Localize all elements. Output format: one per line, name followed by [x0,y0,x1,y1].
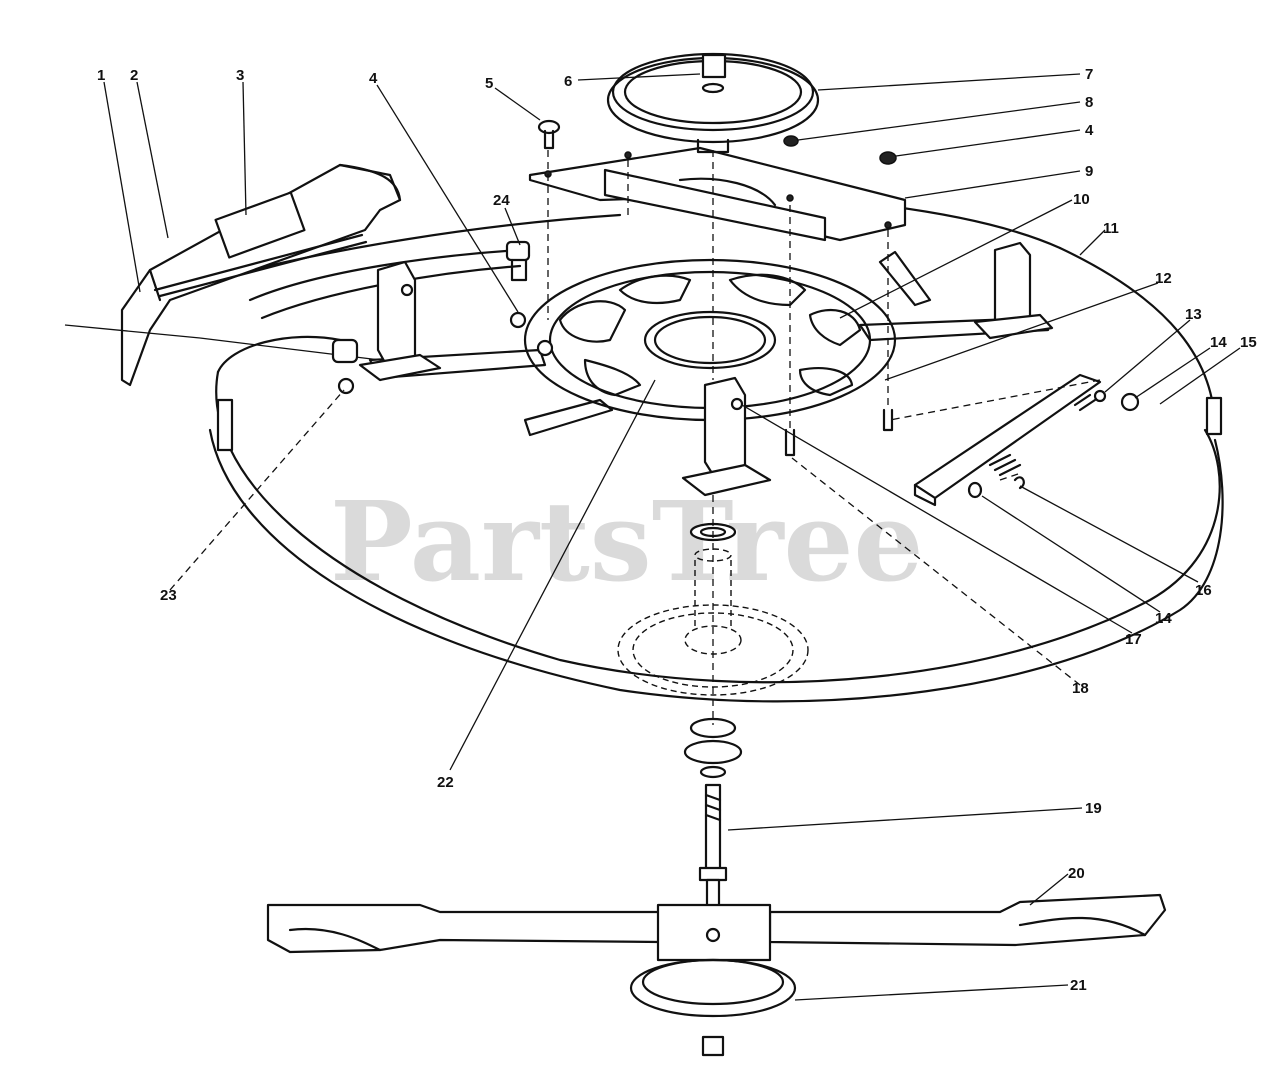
callout-labels: 1 2 3 4 5 6 7 8 4 9 10 11 12 13 14 15 16… [97,66,1257,994]
rear-bolts [784,408,894,457]
callout-10: 10 [1073,191,1090,208]
callout-8: 8 [1085,94,1093,111]
front-bracket [681,376,772,497]
callout-3: 3 [236,67,244,84]
callout-14b: 14 [1155,610,1172,627]
callout-19: 19 [1085,800,1102,817]
nut-4-right [879,151,897,165]
cap-23 [331,338,359,395]
callout-18: 18 [1072,680,1089,697]
discharge-chute [120,163,402,387]
callout-13: 13 [1185,306,1202,323]
mount-plate [528,146,907,242]
callout-6: 6 [564,73,572,90]
callout-1: 1 [97,67,105,84]
bolt-5 [537,119,561,150]
callout-2: 2 [130,67,138,84]
blade [266,893,1167,954]
left-bracket [358,260,442,382]
callout-4b: 4 [1085,122,1094,139]
leader-lines [103,73,1241,1001]
callout-23: 23 [160,587,177,604]
callout-17: 17 [1125,631,1142,648]
callout-16: 16 [1195,582,1212,599]
dashed-leaders [169,150,1101,725]
callout-5: 5 [485,75,493,92]
callout-22: 22 [437,774,454,791]
right-bracket [973,241,1054,340]
pulley [606,52,820,154]
callout-20: 20 [1068,865,1085,882]
mower-deck [208,203,1224,703]
callout-7: 7 [1085,66,1093,83]
blade-adapter [656,903,772,962]
nut-4-left [509,311,554,357]
callout-11: 11 [1103,220,1119,237]
blade-disk-21 [629,958,797,1057]
callout-4a: 4 [369,70,378,87]
callout-12: 12 [1155,270,1172,287]
callout-9: 9 [1085,163,1093,180]
watermark-text: PartsTree [330,477,924,606]
callout-15: 15 [1240,334,1257,351]
adjust-bar [913,373,1140,507]
callout-14a: 14 [1210,334,1227,351]
spindle-bearing [683,717,743,779]
callout-24: 24 [493,192,510,209]
nut-8 [783,135,799,147]
knob-24 [505,240,531,282]
callout-21: 21 [1070,977,1087,994]
